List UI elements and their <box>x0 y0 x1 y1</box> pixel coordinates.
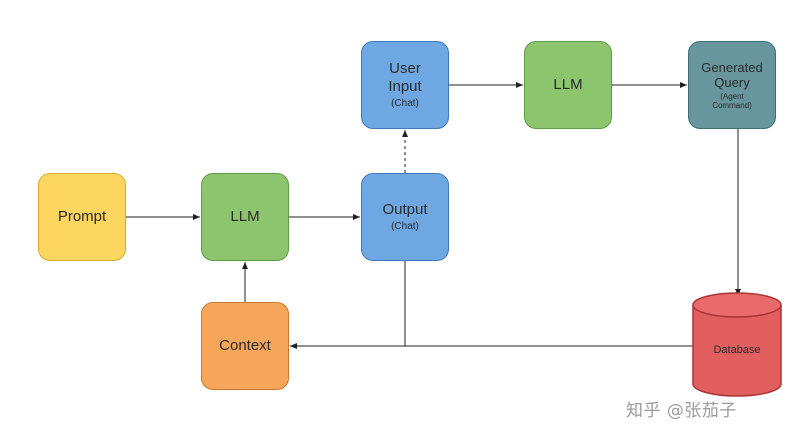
database-label: Database <box>713 344 761 356</box>
context-node: Context <box>201 302 289 390</box>
generated-query-sub1: (Agent <box>720 92 744 101</box>
prompt-node: Prompt <box>38 173 126 261</box>
generated-query-line1: Generated <box>701 60 763 75</box>
generated-query-line2: Query <box>714 75 750 90</box>
generated-query-sub2: Command) <box>712 101 752 110</box>
llm-node-left: LLM <box>201 173 289 261</box>
output-sublabel: (Chat) <box>391 221 419 232</box>
user-input-node: User Input (Chat) <box>361 41 449 129</box>
llm-top-label: LLM <box>553 76 583 93</box>
user-input-line1: User <box>389 60 421 77</box>
prompt-label: Prompt <box>57 208 107 225</box>
llm-left-label: LLM <box>230 208 260 225</box>
watermark: 知乎 @张茄子 <box>626 401 737 421</box>
database-cylinder <box>692 292 782 397</box>
output-label: Output <box>382 201 428 218</box>
llm-node-top: LLM <box>524 41 612 129</box>
context-label: Context <box>219 337 271 354</box>
generated-query-node: Generated Query (Agent Command) <box>688 41 776 129</box>
output-chat-node: Output (Chat) <box>361 173 449 261</box>
user-input-line2: Input <box>388 78 422 95</box>
user-input-sublabel: (Chat) <box>391 98 419 109</box>
